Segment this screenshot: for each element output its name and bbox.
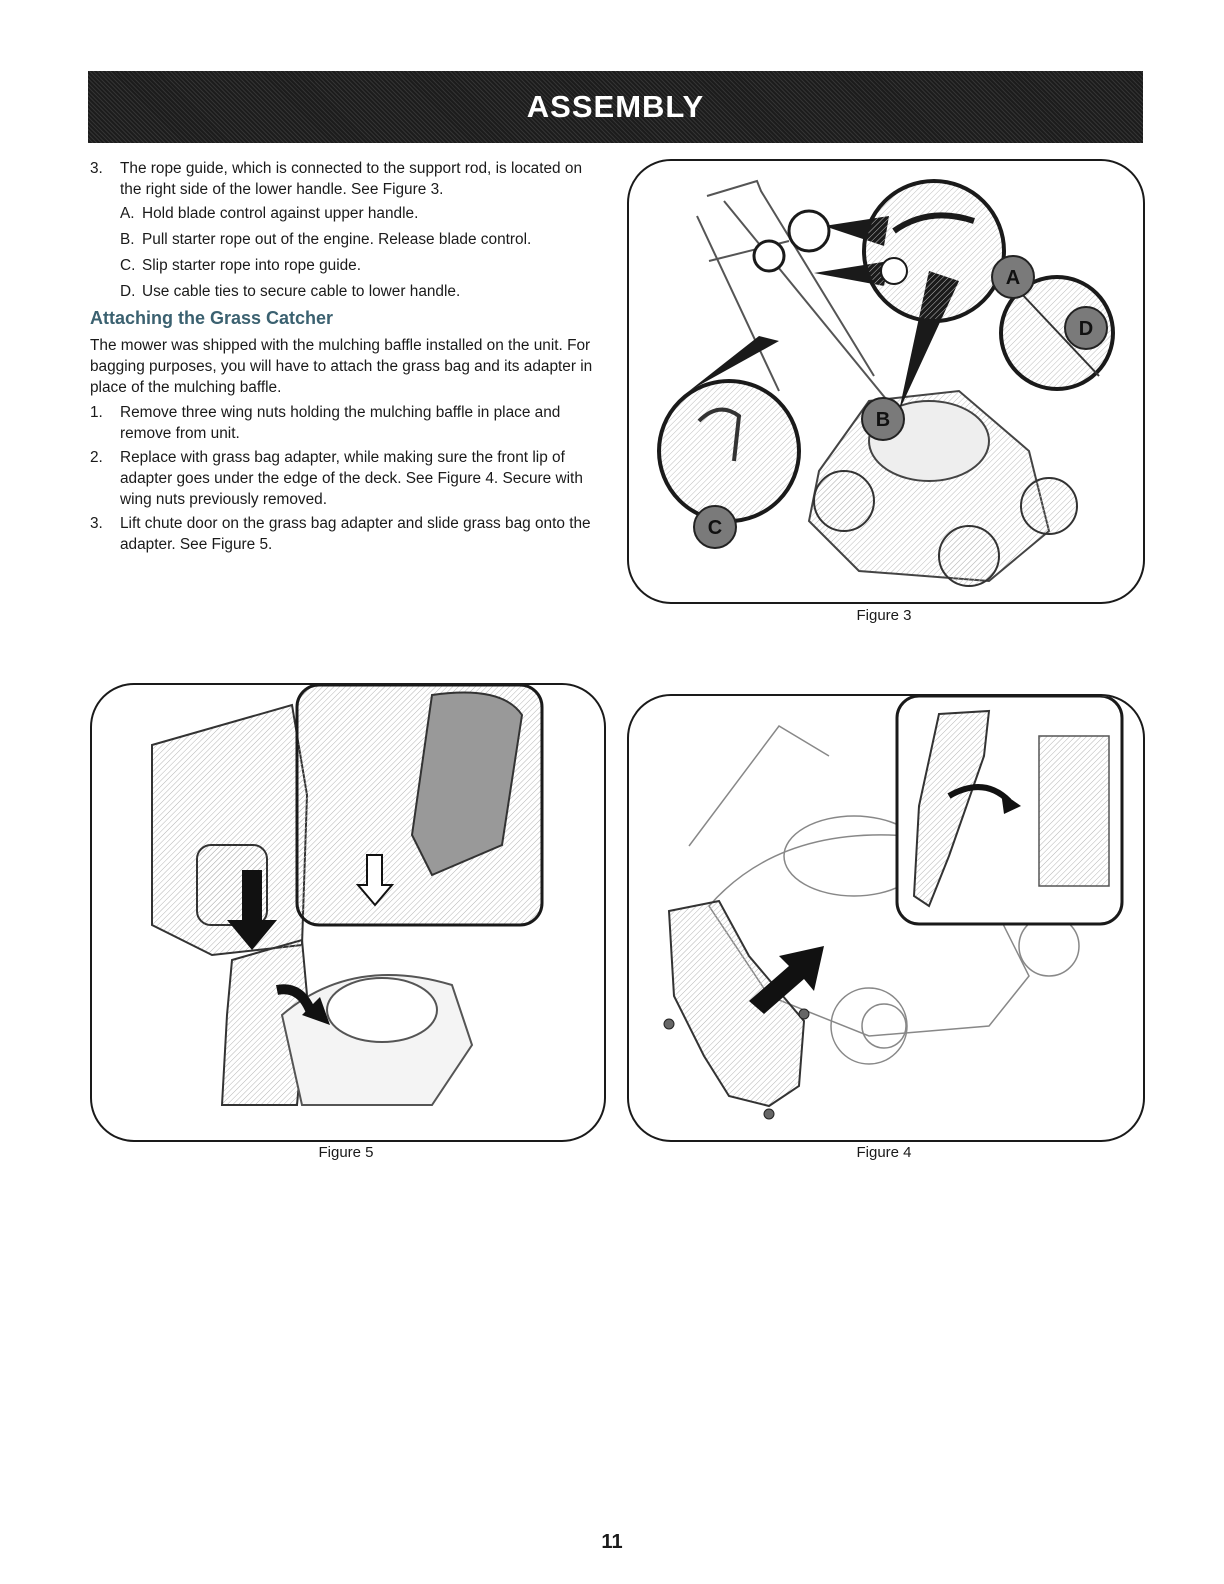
callout-c: C <box>693 505 737 549</box>
detail-circle-small <box>752 209 908 285</box>
substep-text: Pull starter rope out of the engine. Rel… <box>142 231 532 248</box>
step-number: 1. <box>90 404 103 421</box>
substep-letter: C. <box>120 257 136 274</box>
step-number: 3. <box>90 515 103 532</box>
figure-5-illustration <box>151 685 544 1106</box>
substep-text: Hold blade control against upper handle. <box>142 205 419 222</box>
figure-3-caption: Figure 3 <box>856 607 912 624</box>
step-1: 1. Remove three wing nuts holding the mu… <box>88 402 603 444</box>
callout-b: B <box>861 397 905 441</box>
substep-a: A. Hold blade control against upper hand… <box>120 203 603 224</box>
detail-circle-a <box>862 179 1006 323</box>
substep-letter: B. <box>120 231 135 248</box>
substep-list: A. Hold blade control against upper hand… <box>120 203 603 302</box>
arrow-curved-icon <box>276 984 330 1025</box>
detail-circle-c <box>657 379 801 523</box>
figure-3: A B C D <box>627 159 1145 604</box>
intro-paragraph: The mower was shipped with the mulching … <box>90 337 593 396</box>
substep-b: B. Pull starter rope out of the engine. … <box>120 229 603 250</box>
figure-5-caption: Figure 5 <box>318 1144 374 1161</box>
detail-inset <box>895 696 1124 926</box>
step-number: 3. <box>90 160 103 177</box>
instructions-column: 3. The rope guide, which is connected to… <box>88 158 603 558</box>
page-number: 11 <box>601 1531 623 1553</box>
substep-letter: A. <box>120 205 135 222</box>
step-number: 2. <box>90 449 103 466</box>
callout-a: A <box>991 255 1035 299</box>
page-title: ASSEMBLY <box>526 89 705 124</box>
substep-text: Slip starter rope into rope guide. <box>142 257 362 274</box>
arrow-down-icon <box>227 870 277 950</box>
wing-nut-icons <box>663 1008 810 1120</box>
callout-d: D <box>1064 306 1108 350</box>
bag-adapter <box>667 899 806 1108</box>
callout-c-label: C <box>708 517 722 539</box>
figure-5 <box>90 683 606 1142</box>
step-3-rope-guide: 3. The rope guide, which is connected to… <box>88 158 603 200</box>
callout-a-label: A <box>1006 267 1020 289</box>
section-heading: Attaching the Grass Catcher <box>90 308 334 328</box>
callout-d-label: D <box>1079 318 1093 340</box>
substep-text: Use cable ties to secure cable to lower … <box>142 283 461 300</box>
figure-4-caption: Figure 4 <box>856 1144 912 1161</box>
mower-deck <box>688 725 1080 1065</box>
callout-b-label: B <box>876 409 890 431</box>
step-2: 2. Replace with grass bag adapter, while… <box>88 447 603 510</box>
step-text: Remove three wing nuts holding the mulch… <box>120 404 561 442</box>
bag-adapter <box>220 938 309 1106</box>
substep-letter: D. <box>120 283 136 300</box>
header-bar: ASSEMBLY <box>88 71 1143 143</box>
detail-circle-d <box>999 275 1115 391</box>
figure-4 <box>627 694 1145 1142</box>
step-text: Lift chute door on the grass bag adapter… <box>120 515 591 553</box>
arrow-up-right-icon <box>749 946 824 1014</box>
mower-body <box>807 389 1078 587</box>
step-text: Replace with grass bag adapter, while ma… <box>120 449 583 508</box>
grass-bag <box>151 703 309 957</box>
detail-inset <box>295 685 544 927</box>
engine <box>280 974 474 1106</box>
step-3: 3. Lift chute door on the grass bag adap… <box>88 513 603 555</box>
figure-3-illustration: A B C D <box>657 179 1115 587</box>
substep-c: C. Slip starter rope into rope guide. <box>120 255 603 276</box>
substep-d: D. Use cable ties to secure cable to low… <box>120 281 603 302</box>
figure-4-illustration <box>663 696 1124 1120</box>
step-text: The rope guide, which is connected to th… <box>120 160 583 198</box>
